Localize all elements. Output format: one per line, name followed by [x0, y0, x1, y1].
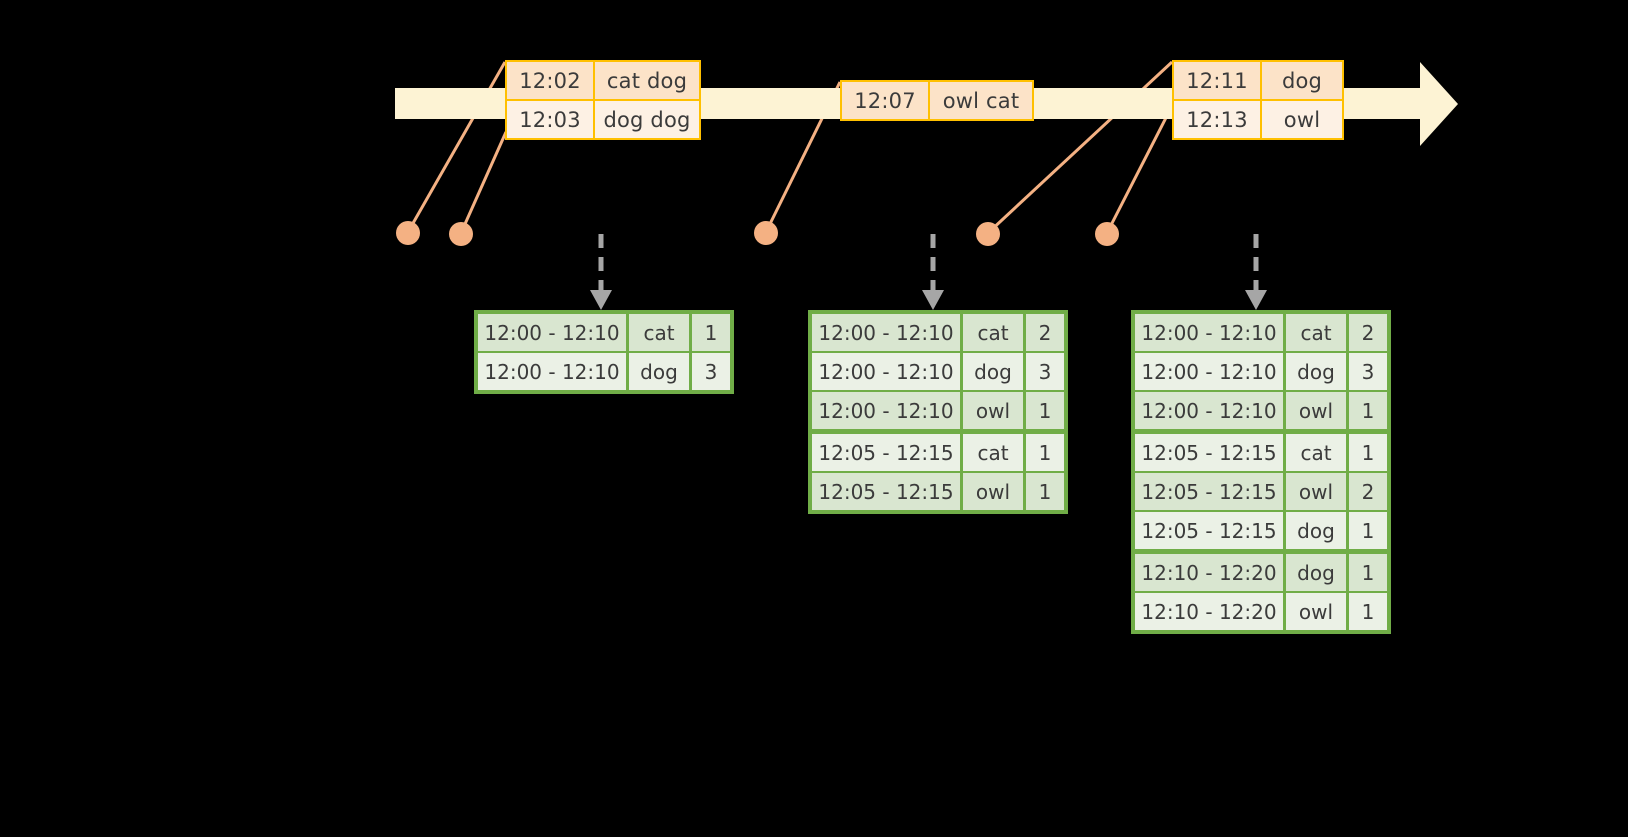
leader-line-2	[459, 131, 508, 234]
cell-key: owl	[1286, 392, 1346, 429]
cell-count: 1	[1349, 593, 1387, 630]
cell-window: 12:00 - 12:10	[1135, 314, 1283, 351]
event-row[interactable]: 12:07 owl cat	[842, 82, 1032, 119]
cell-key: owl	[1286, 473, 1346, 510]
event-time: 12:13	[1174, 101, 1262, 138]
event-value: cat dog	[595, 62, 699, 99]
stream-dot-2[interactable]	[449, 222, 473, 246]
event-group-3[interactable]: 12:11 dog 12:13 owl	[1172, 60, 1344, 140]
stream-dot-4[interactable]	[976, 222, 1000, 246]
cell-window: 12:00 - 12:10	[1135, 353, 1283, 390]
cell-key: cat	[963, 314, 1023, 351]
leader-line-5	[1105, 105, 1174, 234]
cell-count: 3	[1349, 353, 1387, 390]
cell-count: 2	[1349, 314, 1387, 351]
cell-count: 3	[1026, 353, 1064, 390]
dashed-arrow-2	[922, 234, 944, 310]
event-value: dog dog	[595, 101, 699, 138]
cell-window: 12:10 - 12:20	[1135, 593, 1283, 630]
cell-window: 12:00 - 12:10	[478, 314, 626, 351]
dashed-arrow-3	[1245, 234, 1267, 310]
cell-count: 1	[1349, 554, 1387, 591]
stream-dot-5[interactable]	[1095, 222, 1119, 246]
cell-window: 12:00 - 12:10	[812, 314, 960, 351]
cell-window: 12:05 - 12:15	[1135, 512, 1283, 549]
cell-key: dog	[1286, 554, 1346, 591]
cell-window: 12:00 - 12:10	[478, 353, 626, 390]
event-group-2[interactable]: 12:07 owl cat	[840, 80, 1034, 121]
cell-window: 12:00 - 12:10	[812, 353, 960, 390]
event-time: 12:11	[1174, 62, 1262, 99]
cell-count: 1	[1026, 434, 1064, 471]
cell-count: 2	[1026, 314, 1064, 351]
cell-count: 1	[1349, 392, 1387, 429]
cell-key: dog	[629, 353, 689, 390]
event-row[interactable]: 12:02 cat dog	[507, 62, 699, 99]
cell-count: 3	[692, 353, 730, 390]
timeline-arrowhead	[1420, 62, 1458, 146]
cell-key: cat	[1286, 314, 1346, 351]
event-value: owl cat	[930, 82, 1032, 119]
event-time: 12:03	[507, 101, 595, 138]
cell-window: 12:00 - 12:10	[1135, 392, 1283, 429]
event-time: 12:02	[507, 62, 595, 99]
event-row[interactable]: 12:13 owl	[1174, 99, 1342, 138]
cell-count: 1	[1026, 392, 1064, 429]
cell-key: cat	[629, 314, 689, 351]
event-time: 12:07	[842, 82, 930, 119]
stream-dot-3[interactable]	[754, 221, 778, 245]
cell-window: 12:05 - 12:15	[812, 473, 960, 510]
cell-window: 12:00 - 12:10	[812, 392, 960, 429]
cell-key: owl	[1286, 593, 1346, 630]
cell-key: dog	[963, 353, 1023, 390]
cell-key: cat	[1286, 434, 1346, 471]
cell-window: 12:05 - 12:15	[1135, 434, 1283, 471]
cell-count: 1	[692, 314, 730, 351]
cell-key: cat	[963, 434, 1023, 471]
cell-window: 12:05 - 12:15	[812, 434, 960, 471]
cell-key: owl	[963, 392, 1023, 429]
cell-key: dog	[1286, 512, 1346, 549]
event-row[interactable]: 12:11 dog	[1174, 62, 1342, 99]
cell-count: 1	[1026, 473, 1064, 510]
event-row[interactable]: 12:03 dog dog	[507, 99, 699, 138]
cell-count: 1	[1349, 512, 1387, 549]
cell-window: 12:05 - 12:15	[1135, 473, 1283, 510]
event-group-1[interactable]: 12:02 cat dog 12:03 dog dog	[505, 60, 701, 140]
cell-key: owl	[963, 473, 1023, 510]
event-value: owl	[1262, 101, 1342, 138]
stream-dot-1[interactable]	[396, 221, 420, 245]
dashed-arrow-1	[590, 234, 612, 310]
cell-count: 2	[1349, 473, 1387, 510]
cell-count: 1	[1349, 434, 1387, 471]
cell-key: dog	[1286, 353, 1346, 390]
event-value: dog	[1262, 62, 1342, 99]
cell-window: 12:10 - 12:20	[1135, 554, 1283, 591]
